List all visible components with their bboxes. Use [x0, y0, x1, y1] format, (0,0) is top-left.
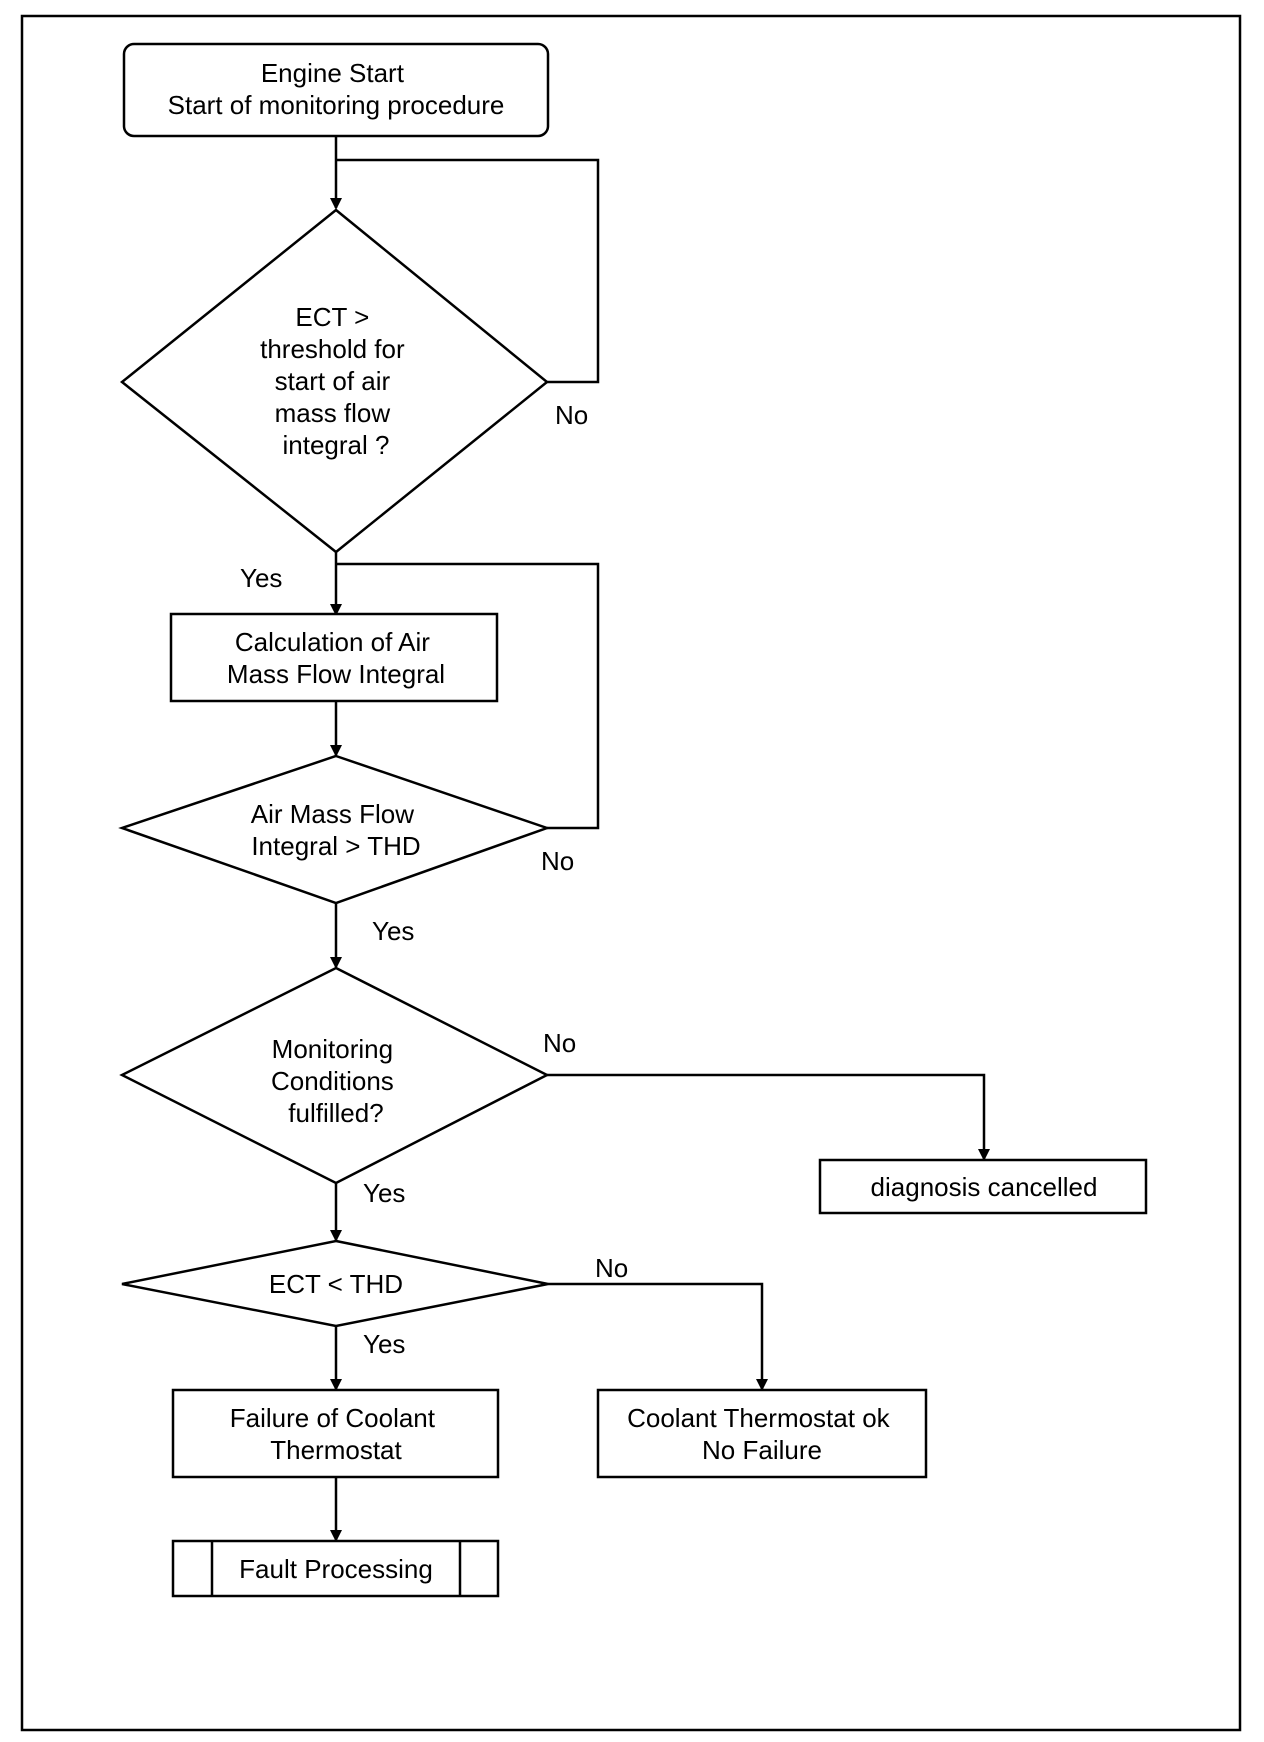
ect-threshold-decision: [119, 208, 549, 554]
integral-line-2: Integral > THD: [251, 831, 420, 861]
ok-line-2: No Failure: [702, 1435, 822, 1465]
start-node: [122, 42, 550, 138]
conditions-text: Monitoring Conditions fulfilled?: [271, 1034, 401, 1128]
start-line-2: Start of monitoring procedure: [168, 90, 505, 120]
ect-thd-text: ECT < THD: [269, 1269, 403, 1299]
ect-threshold-line-4: mass flow: [275, 398, 391, 428]
integral-line-1: Air Mass Flow: [251, 799, 414, 829]
ect-threshold-line-2: threshold for: [260, 334, 405, 364]
label-no-ect-thd: No: [595, 1253, 628, 1283]
label-yes-integral: Yes: [372, 916, 414, 946]
ect-thd-decision: [121, 1239, 549, 1328]
integral-check-text: Air Mass Flow Integral > THD: [251, 799, 421, 861]
diagnosis-cancelled-text: diagnosis cancelled: [871, 1172, 1098, 1202]
fault-processing-subroutine: [171, 1539, 500, 1598]
ect-threshold-text: ECT > threshold for start of air mass fl…: [260, 302, 412, 460]
label-yes-ect-threshold: Yes: [240, 563, 282, 593]
connector-integral-no-loop: [336, 562, 600, 830]
start-node-text: Engine Start Start of monitoring procedu…: [168, 58, 505, 120]
calc-integral-process: [169, 612, 499, 703]
conditions-line-3: fulfilled?: [288, 1098, 383, 1128]
failure-process: [171, 1388, 500, 1479]
label-no-conditions: No: [543, 1028, 576, 1058]
thermostat-ok-process: [596, 1388, 928, 1479]
ect-threshold-line-1: ECT >: [295, 302, 369, 332]
calc-line-2: Mass Flow Integral: [227, 659, 445, 689]
conditions-decision: [119, 966, 550, 1185]
connector-conditions-to-cancelled: [547, 1073, 990, 1161]
failure-line-2: Thermostat: [270, 1435, 402, 1465]
conditions-line-2: Conditions: [271, 1066, 394, 1096]
ect-threshold-line-5: integral ?: [283, 430, 390, 460]
failure-text: Failure of Coolant Thermostat: [230, 1403, 442, 1465]
failure-line-1: Failure of Coolant: [230, 1403, 436, 1433]
fault-processing-text: Fault Processing: [239, 1554, 433, 1584]
integral-threshold-decision: [118, 754, 551, 905]
connector-ect-thd-to-ok: [548, 1282, 768, 1391]
label-no-ect-threshold: No: [555, 400, 588, 430]
ok-line-1: Coolant Thermostat ok: [627, 1403, 891, 1433]
diagnosis-cancelled-terminal: [818, 1158, 1148, 1215]
label-yes-ect-thd: Yes: [363, 1329, 405, 1359]
thermostat-ok-text: Coolant Thermostat ok No Failure: [627, 1403, 897, 1465]
outer-frame: [20, 14, 1242, 1732]
start-line-1: Engine Start: [261, 58, 405, 88]
label-yes-conditions: Yes: [363, 1178, 405, 1208]
conditions-line-1: Monitoring: [272, 1034, 393, 1064]
ect-threshold-line-3: start of air: [275, 366, 391, 396]
connector-ect-check-no-loop: [336, 158, 600, 384]
label-no-integral: No: [541, 846, 574, 876]
calc-integral-text: Calculation of Air Mass Flow Integral: [227, 627, 445, 689]
calc-line-1: Calculation of Air: [235, 627, 430, 657]
